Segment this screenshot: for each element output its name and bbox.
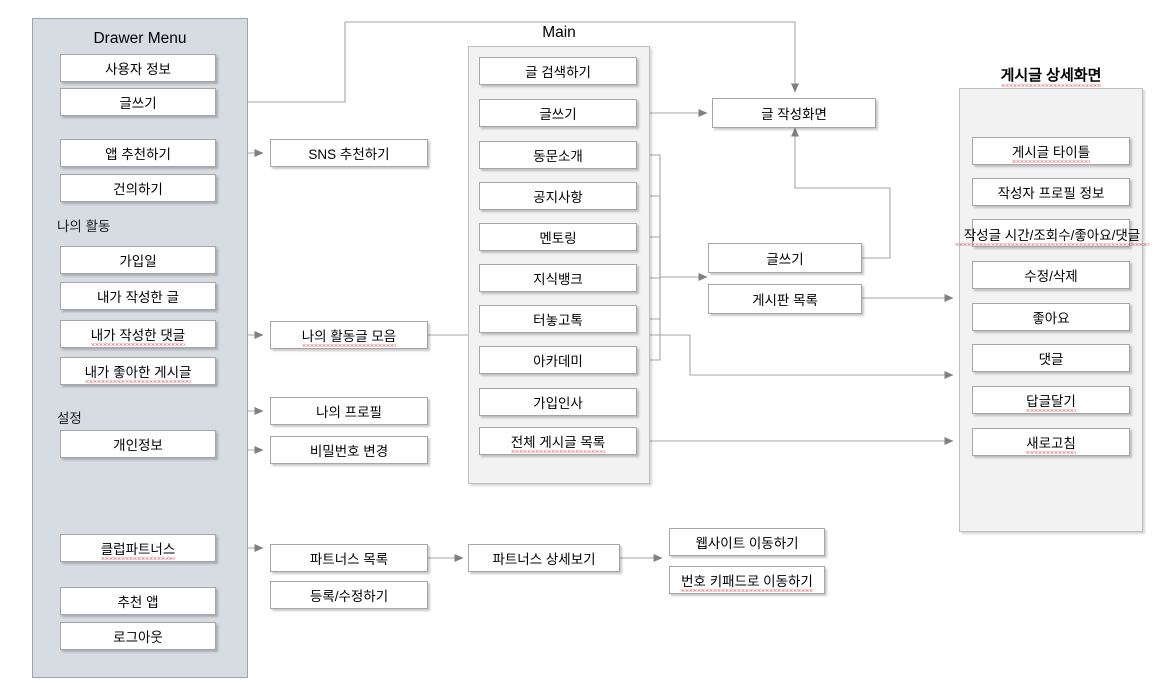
main-item-all-posts[interactable]: 전체 게시글 목록: [479, 427, 637, 455]
node-label: 작성자 프로필 정보: [997, 186, 1105, 201]
drawer-item-label: 건의하기: [113, 182, 163, 197]
drawer-item-club-partners[interactable]: 클럽파트너스: [60, 534, 216, 562]
node-partners-list[interactable]: 파트너스 목록: [270, 544, 428, 572]
main-item-open-talk[interactable]: 터놓고톡: [479, 305, 637, 333]
node-my-profile[interactable]: 나의 프로필: [270, 397, 428, 425]
node-label: 답글달기: [1026, 390, 1076, 412]
drawer-item-label: 개인정보: [113, 438, 163, 453]
drawer-item-recommended-apps[interactable]: 추천 앱: [60, 587, 216, 615]
main-item-mentoring[interactable]: 멘토링: [479, 223, 637, 251]
main-item-greeting[interactable]: 가입인사: [479, 388, 637, 416]
node-label: 댓글: [1038, 352, 1064, 367]
node-label: 글쓰기: [766, 252, 804, 267]
node-partner-detail-view[interactable]: 파트너스 상세보기: [468, 544, 620, 572]
node-label: 글 작성화면: [761, 107, 827, 122]
main-item-search-post[interactable]: 글 검색하기: [479, 57, 637, 85]
node-label: 새로고침: [1026, 432, 1076, 454]
node-register-edit[interactable]: 등록/수정하기: [270, 581, 428, 609]
node-label: 터놓고톡: [533, 313, 583, 328]
drawer-item-logout[interactable]: 로그아웃: [60, 622, 216, 650]
node-label: 글쓰기: [539, 107, 577, 122]
drawer-item-label: 클럽파트너스: [100, 538, 175, 560]
detail-item-comment[interactable]: 댓글: [972, 344, 1130, 372]
node-label: 전체 게시글 목록: [510, 431, 606, 453]
node-label: SNS 추천하기: [308, 147, 390, 162]
detail-item-refresh[interactable]: 새로고침: [972, 428, 1130, 456]
detail-item-post-title[interactable]: 게시글 타이틀: [972, 137, 1130, 165]
node-go-to-website[interactable]: 웹사이트 이동하기: [669, 528, 825, 556]
drawer-item-write-post[interactable]: 글쓰기: [60, 88, 216, 116]
post-detail-title-label: 게시글 상세화면: [1000, 64, 1101, 87]
drawer-item-label: 로그아웃: [113, 630, 163, 645]
detail-item-author-profile[interactable]: 작성자 프로필 정보: [972, 178, 1130, 206]
main-item-alumni-intro[interactable]: 동문소개: [479, 141, 637, 169]
node-post-compose-screen[interactable]: 글 작성화면: [712, 98, 876, 128]
node-label: 나의 프로필: [316, 405, 382, 420]
drawer-item-label: 내가 좋아한 게시글: [84, 361, 191, 383]
node-go-to-keypad[interactable]: 번호 키패드로 이동하기: [669, 566, 825, 594]
drawer-item-my-posts[interactable]: 내가 작성한 글: [60, 282, 216, 310]
post-detail-title: 게시글 상세화면: [959, 64, 1143, 87]
node-label: 번호 키패드로 이동하기: [681, 570, 813, 592]
node-label: 지식뱅크: [533, 272, 583, 287]
node-label: 동문소개: [533, 149, 583, 164]
main-item-knowledge-bank[interactable]: 지식뱅크: [479, 264, 637, 292]
drawer-item-label: 사용자 정보: [105, 62, 171, 77]
node-board-list[interactable]: 게시판 목록: [708, 284, 862, 314]
node-sns-recommend[interactable]: SNS 추천하기: [270, 139, 428, 167]
node-label: 글 검색하기: [525, 65, 591, 80]
detail-item-reply[interactable]: 답글달기: [972, 386, 1130, 414]
drawer-item-recommend-app[interactable]: 앱 추천하기: [60, 139, 216, 167]
drawer-item-suggestion[interactable]: 건의하기: [60, 174, 216, 202]
detail-item-post-meta[interactable]: 작성글 시간/조회수/좋아요/댓글: [955, 219, 1149, 247]
drawer-menu-panel: [32, 18, 248, 678]
node-label: 아카데미: [533, 354, 583, 369]
node-change-password[interactable]: 비밀번호 변경: [270, 436, 428, 464]
node-write-post-middle[interactable]: 글쓰기: [708, 243, 862, 273]
node-label: 게시판 목록: [752, 293, 818, 308]
drawer-item-my-comments[interactable]: 내가 작성한 댓글: [60, 320, 216, 348]
main-item-write-post[interactable]: 글쓰기: [479, 99, 637, 127]
drawer-item-label: 추천 앱: [117, 595, 159, 610]
drawer-item-liked-posts[interactable]: 내가 좋아한 게시글: [60, 357, 216, 385]
node-label: 가입인사: [533, 396, 583, 411]
detail-item-like[interactable]: 좋아요: [972, 303, 1130, 331]
drawer-item-label: 글쓰기: [119, 96, 157, 111]
node-label: 게시글 타이틀: [1011, 141, 1091, 163]
detail-item-edit-delete[interactable]: 수정/삭제: [972, 261, 1130, 289]
main-panel-title: Main: [542, 24, 576, 41]
node-label: 웹사이트 이동하기: [695, 536, 799, 551]
drawer-item-personal-info[interactable]: 개인정보: [60, 430, 216, 458]
main-item-notice[interactable]: 공지사항: [479, 182, 637, 210]
node-my-activity-collection[interactable]: 나의 활동글 모음: [270, 321, 428, 349]
drawer-menu-title: Drawer Menu: [93, 30, 187, 47]
node-label: 수정/삭제: [1024, 269, 1078, 284]
drawer-item-label: 가입일: [119, 254, 157, 269]
node-label: 나의 활동글 모음: [301, 325, 397, 347]
node-label: 멘토링: [539, 231, 577, 246]
node-label: 작성글 시간/조회수/좋아요/댓글: [955, 224, 1149, 246]
drawer-item-join-date[interactable]: 가입일: [60, 246, 216, 274]
main-item-academy[interactable]: 아카데미: [479, 346, 637, 374]
drawer-item-label: 내가 작성한 댓글: [90, 324, 186, 346]
drawer-group-label-activity: 나의 활동: [57, 219, 111, 234]
node-label: 파트너스 목록: [309, 552, 389, 567]
node-label: 좋아요: [1032, 311, 1070, 326]
drawer-group-label-settings: 설정: [57, 411, 82, 426]
node-label: 파트너스 상세보기: [492, 552, 596, 567]
node-label: 공지사항: [533, 190, 583, 205]
node-label: 비밀번호 변경: [309, 444, 389, 459]
drawer-item-user-info[interactable]: 사용자 정보: [60, 54, 216, 82]
node-label: 등록/수정하기: [309, 589, 389, 604]
drawer-item-label: 앱 추천하기: [105, 147, 171, 162]
drawer-item-label: 내가 작성한 글: [96, 290, 180, 305]
